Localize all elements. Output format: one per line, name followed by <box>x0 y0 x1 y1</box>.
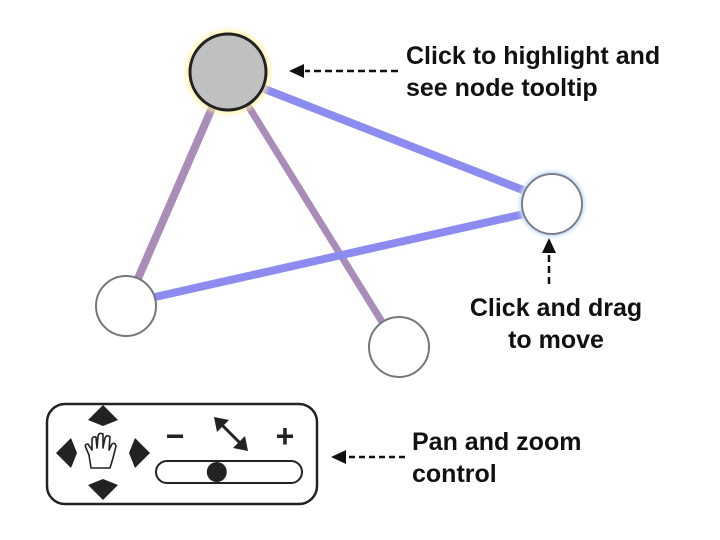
tooltip-pointer-arrow <box>289 64 398 78</box>
drag-annotation: Click and drag to move <box>446 292 666 356</box>
edge-left-right[interactable] <box>151 210 528 301</box>
pan-zoom-annotation: Pan and zoom control <box>412 426 652 490</box>
annotation-line: Pan and zoom <box>412 428 582 456</box>
node-left[interactable] <box>95 275 157 337</box>
zoom-slider-thumb[interactable] <box>206 462 227 482</box>
node-right-draggable[interactable] <box>519 171 585 237</box>
resize-arrows-icon[interactable] <box>214 417 248 451</box>
zoom-out-icon[interactable]: − <box>166 418 185 454</box>
pan-down-arrow-icon[interactable] <box>88 479 118 500</box>
annotation-line: Click and drag <box>469 294 643 322</box>
zoom-in-icon[interactable]: + <box>276 418 295 454</box>
tooltip-annotation: Click to highlight and see node tooltip <box>406 40 706 104</box>
annotation-line: to move <box>508 326 604 354</box>
pan-right-arrow-icon[interactable] <box>129 438 150 468</box>
graph-nodes <box>95 26 585 378</box>
annotation-line: Click to highlight and <box>406 42 661 70</box>
dashed-arrow-icon <box>331 450 346 464</box>
dashed-arrow-icon <box>289 64 304 78</box>
annotation-line: control <box>412 460 497 488</box>
zoom-slider-track[interactable] <box>155 460 303 484</box>
edge-top-left[interactable] <box>132 104 216 287</box>
panzoom-pointer-arrow <box>331 450 405 464</box>
pan-up-arrow-icon[interactable] <box>88 405 118 426</box>
hand-icon[interactable] <box>84 432 117 469</box>
drag-pointer-arrow <box>542 238 556 284</box>
pan-zoom-control: − + <box>45 402 319 506</box>
graph-edges <box>132 84 532 329</box>
node-top-highlighted[interactable] <box>182 26 274 118</box>
edge-top-right[interactable] <box>258 84 532 196</box>
annotation-line: see node tooltip <box>406 74 598 102</box>
node-bottom[interactable] <box>368 316 430 378</box>
edge-top-bottom[interactable] <box>243 100 388 329</box>
dashed-arrow-icon <box>542 238 556 253</box>
pan-left-arrow-icon[interactable] <box>56 438 77 468</box>
